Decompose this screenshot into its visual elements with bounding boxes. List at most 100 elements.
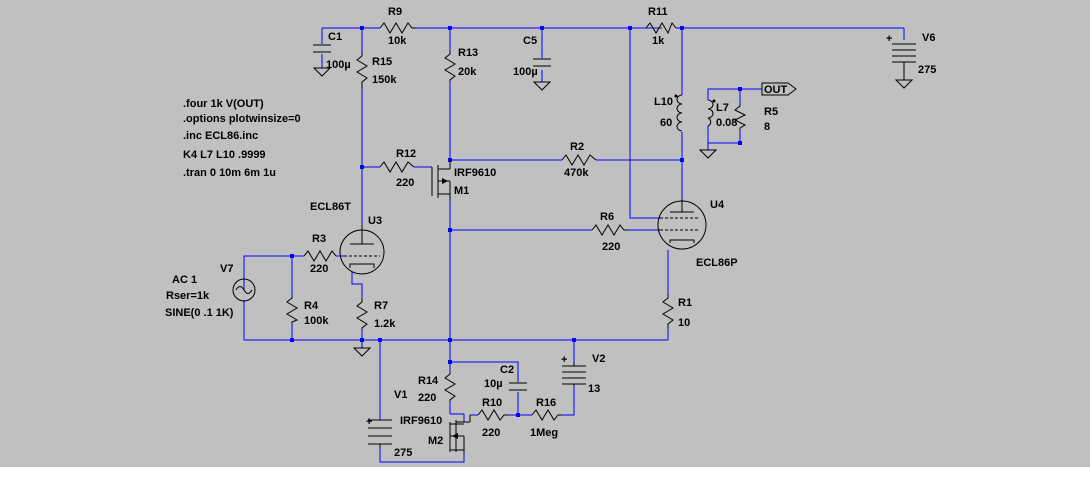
r15-label: R15 (372, 56, 392, 68)
resistor-r7[interactable]: R7 1.2k (356, 298, 396, 330)
m1-label: M1 (454, 185, 469, 197)
directive-tran: .tran 0 10m 6m 1u (183, 167, 276, 179)
r1-value: 10 (678, 317, 690, 329)
net-label-out[interactable]: OUT (761, 82, 797, 96)
u3-model: ECL86T (310, 201, 351, 213)
ground-l7 (698, 149, 718, 159)
tube-u3[interactable]: ECL86T U3 (310, 201, 385, 275)
capacitor-c2[interactable]: C2 10µ (484, 364, 527, 391)
r7-label: R7 (374, 300, 388, 312)
resistor-r12[interactable]: R12 220 (379, 148, 416, 189)
r12-label: R12 (396, 148, 416, 160)
v2-plus-sign: + (561, 354, 567, 366)
m1-model: IRF9610 (454, 167, 496, 179)
l7-label: L7 (716, 102, 729, 114)
c5-value: 100µ (513, 66, 538, 78)
r13-label: R13 (458, 47, 478, 59)
l7-value: 0.08 (716, 117, 737, 129)
spice-directives: .four 1k V(OUT) .options plotwinsize=0 .… (183, 98, 301, 179)
u4-label: U4 (710, 199, 725, 211)
c5-label: C5 (523, 35, 537, 47)
m2-model: IRF9610 (400, 415, 442, 427)
r2-label: R2 (570, 141, 584, 153)
resistor-r5[interactable]: R5 8 (733, 104, 778, 133)
r14-value: 220 (418, 392, 436, 404)
inductor-l10[interactable]: L10 60 (654, 94, 683, 132)
v6-label: V6 (922, 32, 935, 44)
resistor-r3[interactable]: R3 220 (303, 233, 337, 275)
r14-label: R14 (418, 375, 439, 387)
net-label-out-text: OUT (764, 84, 788, 96)
u4-model: ECL86P (696, 257, 738, 269)
r3-label: R3 (312, 233, 326, 245)
m2-label: M2 (428, 435, 443, 447)
resistor-r1[interactable]: R1 10 (662, 294, 692, 329)
resistor-r10[interactable]: R10 220 (477, 397, 508, 439)
v7-sine: SINE(0 .1 1K) (165, 307, 234, 319)
r15-value: 150k (372, 74, 397, 86)
r10-label: R10 (482, 397, 502, 409)
r6-label: R6 (600, 211, 614, 223)
capacitor-c1[interactable]: C1 100µ (313, 31, 351, 71)
v2-value: 13 (588, 383, 600, 395)
ground-v6 (894, 79, 914, 89)
capacitor-c5[interactable]: C5 100µ (513, 35, 551, 78)
mosfet-m1[interactable]: IRF9610 M1 (431, 160, 496, 200)
resistor-r11[interactable]: R11 1k (645, 6, 677, 47)
tube-u4[interactable]: U4 ECL86P (657, 199, 738, 269)
v6-plus-sign: + (886, 33, 892, 45)
r16-value: 1Meg (530, 427, 558, 439)
r1-label: R1 (678, 297, 692, 309)
ac-source-v7[interactable]: V7 AC 1 Rser=1k SINE(0 .1 1K) (165, 263, 256, 319)
v7-label: V7 (220, 263, 233, 275)
v1-value: 275 (394, 447, 412, 459)
resistor-r13[interactable]: R13 20k (444, 47, 478, 82)
r5-label: R5 (764, 106, 778, 118)
directive-coupling: K4 L7 L10 .9999 (183, 149, 266, 161)
l10-label: L10 (654, 96, 673, 108)
r12-value: 220 (396, 177, 414, 189)
voltage-source-v6[interactable]: + V6 275 (886, 32, 936, 80)
r16-label: R16 (536, 397, 556, 409)
r5-value: 8 (764, 121, 770, 133)
r7-value: 1.2k (374, 318, 396, 330)
resistor-r2[interactable]: R2 470k (561, 141, 597, 179)
ground-c5 (532, 81, 552, 91)
v7-value: AC 1 (172, 274, 197, 286)
directive-inc: .inc ECL86.inc (183, 130, 258, 142)
ground-c1 (312, 67, 332, 77)
c2-label: C2 (500, 364, 514, 376)
directive-options: .options plotwinsize=0 (183, 113, 301, 125)
r11-value: 1k (652, 35, 665, 47)
resistor-r16[interactable]: R16 1Meg (530, 397, 562, 439)
resistor-r9[interactable]: R9 10k (379, 6, 416, 47)
v7-rser: Rser=1k (166, 290, 210, 302)
resistor-r4[interactable]: R4 100k (286, 296, 329, 327)
v1-plus-sign: + (366, 416, 372, 428)
r4-label: R4 (304, 300, 319, 312)
resistor-r6[interactable]: R6 220 (591, 211, 628, 253)
inductor-l7[interactable]: L7 0.08 (707, 99, 737, 130)
u3-label: U3 (368, 215, 382, 227)
r4-value: 100k (304, 315, 329, 327)
r6-value: 220 (602, 241, 620, 253)
voltage-source-v2[interactable]: + V2 13 (561, 353, 605, 395)
resistor-r15[interactable]: R15 150k (356, 52, 397, 88)
v6-value: 275 (918, 64, 936, 76)
r3-value: 220 (310, 263, 328, 275)
r13-value: 20k (458, 66, 477, 78)
v1-label: V1 (394, 389, 407, 401)
junctions (290, 26, 742, 417)
ground-main (352, 347, 372, 357)
l10-value: 60 (660, 117, 672, 129)
r2-value: 470k (564, 167, 589, 179)
mosfet-m2[interactable]: IRF9610 M2 (400, 415, 471, 454)
schematic-background (0, 0, 1090, 467)
r10-value: 220 (482, 427, 500, 439)
voltage-source-v1[interactable]: + V1 275 (366, 389, 412, 459)
resistor-r14[interactable]: R14 220 (418, 372, 456, 404)
directive-four: .four 1k V(OUT) (183, 98, 264, 110)
r11-label: R11 (648, 6, 668, 18)
